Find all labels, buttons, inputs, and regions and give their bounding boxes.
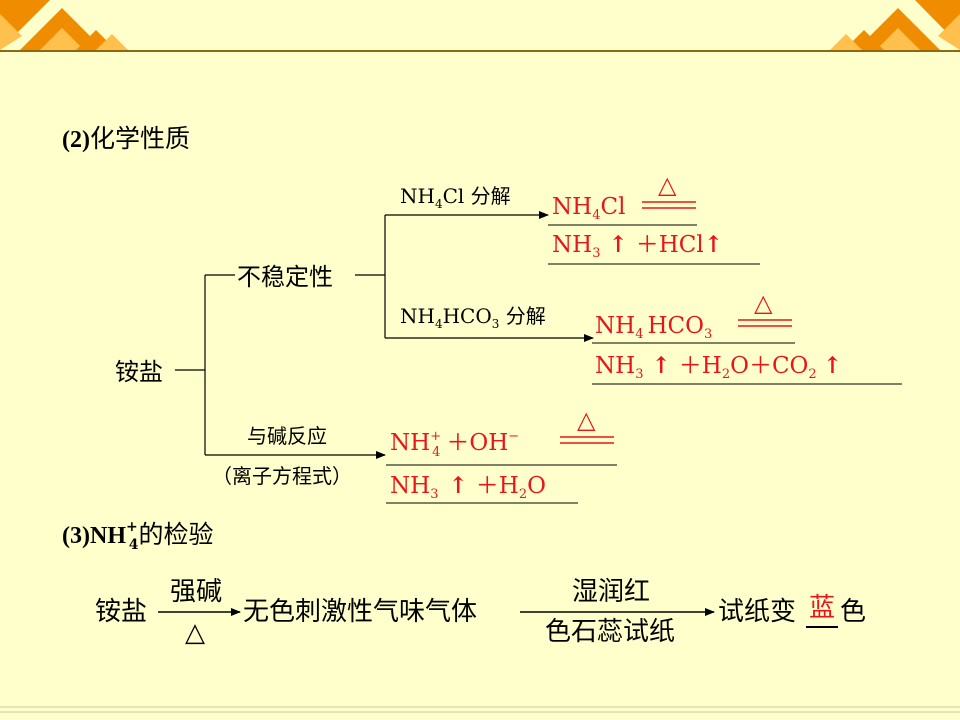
svg-text:NH4Cl: NH4Cl — [552, 194, 625, 223]
root-label: 铵盐 — [115, 358, 163, 386]
footer-decoration — [0, 706, 960, 713]
svg-text:色石蕊试纸: 色石蕊试纸 — [545, 617, 675, 647]
b1-equation: NH4Cl △ NH3↑＋HCl↑ — [548, 171, 760, 265]
section3-heading: (3)NH+4的检验 — [62, 519, 213, 553]
tree-connectors — [175, 211, 594, 459]
svg-text:铵盐: 铵盐 — [95, 597, 147, 627]
heat-icon: △ — [577, 406, 596, 434]
test-flow: 铵盐 强碱 △ 无色刺激性气味气体 湿润红 色石蕊试纸 试纸变 蓝 色 — [95, 577, 866, 648]
alkali-label: 与碱反应 — [247, 424, 327, 448]
svg-text:NH+4＋OH−: NH+4＋OH− — [390, 429, 519, 460]
svg-text:湿润红: 湿润红 — [572, 577, 650, 607]
unstable-label: 不稳定性 — [237, 263, 333, 291]
svg-text:NH3↑＋HCl↑: NH3↑＋HCl↑ — [552, 231, 723, 261]
answer-text: 蓝 — [809, 593, 835, 623]
svg-text:强碱: 强碱 — [170, 577, 222, 607]
svg-text:试纸变: 试纸变 — [718, 597, 796, 627]
svg-text:NH3↑＋H2O: NH3↑＋H2O — [390, 472, 546, 502]
b1-condition: NH4Cl 分解 — [400, 184, 511, 211]
alkali-equation: NH+4＋OH− △ NH3↑＋H2O — [386, 406, 617, 504]
svg-text:色: 色 — [840, 597, 866, 627]
heat-icon: △ — [658, 171, 677, 199]
heat-icon: △ — [185, 618, 205, 648]
header-decoration — [0, 0, 960, 52]
svg-text:无色刺激性气味气体: 无色刺激性气味气体 — [243, 597, 477, 627]
svg-text:NH4HCO3: NH4HCO3 — [595, 313, 712, 342]
section2-heading: (2)化学性质 — [62, 124, 190, 153]
alkali-sublabel: （离子方程式） — [212, 464, 352, 488]
heat-icon: △ — [754, 289, 773, 317]
b2-condition: NH4HCO3 分解 — [400, 304, 546, 331]
svg-text:NH3↑＋H2O＋CO2↑: NH3↑＋H2O＋CO2↑ — [595, 352, 842, 382]
